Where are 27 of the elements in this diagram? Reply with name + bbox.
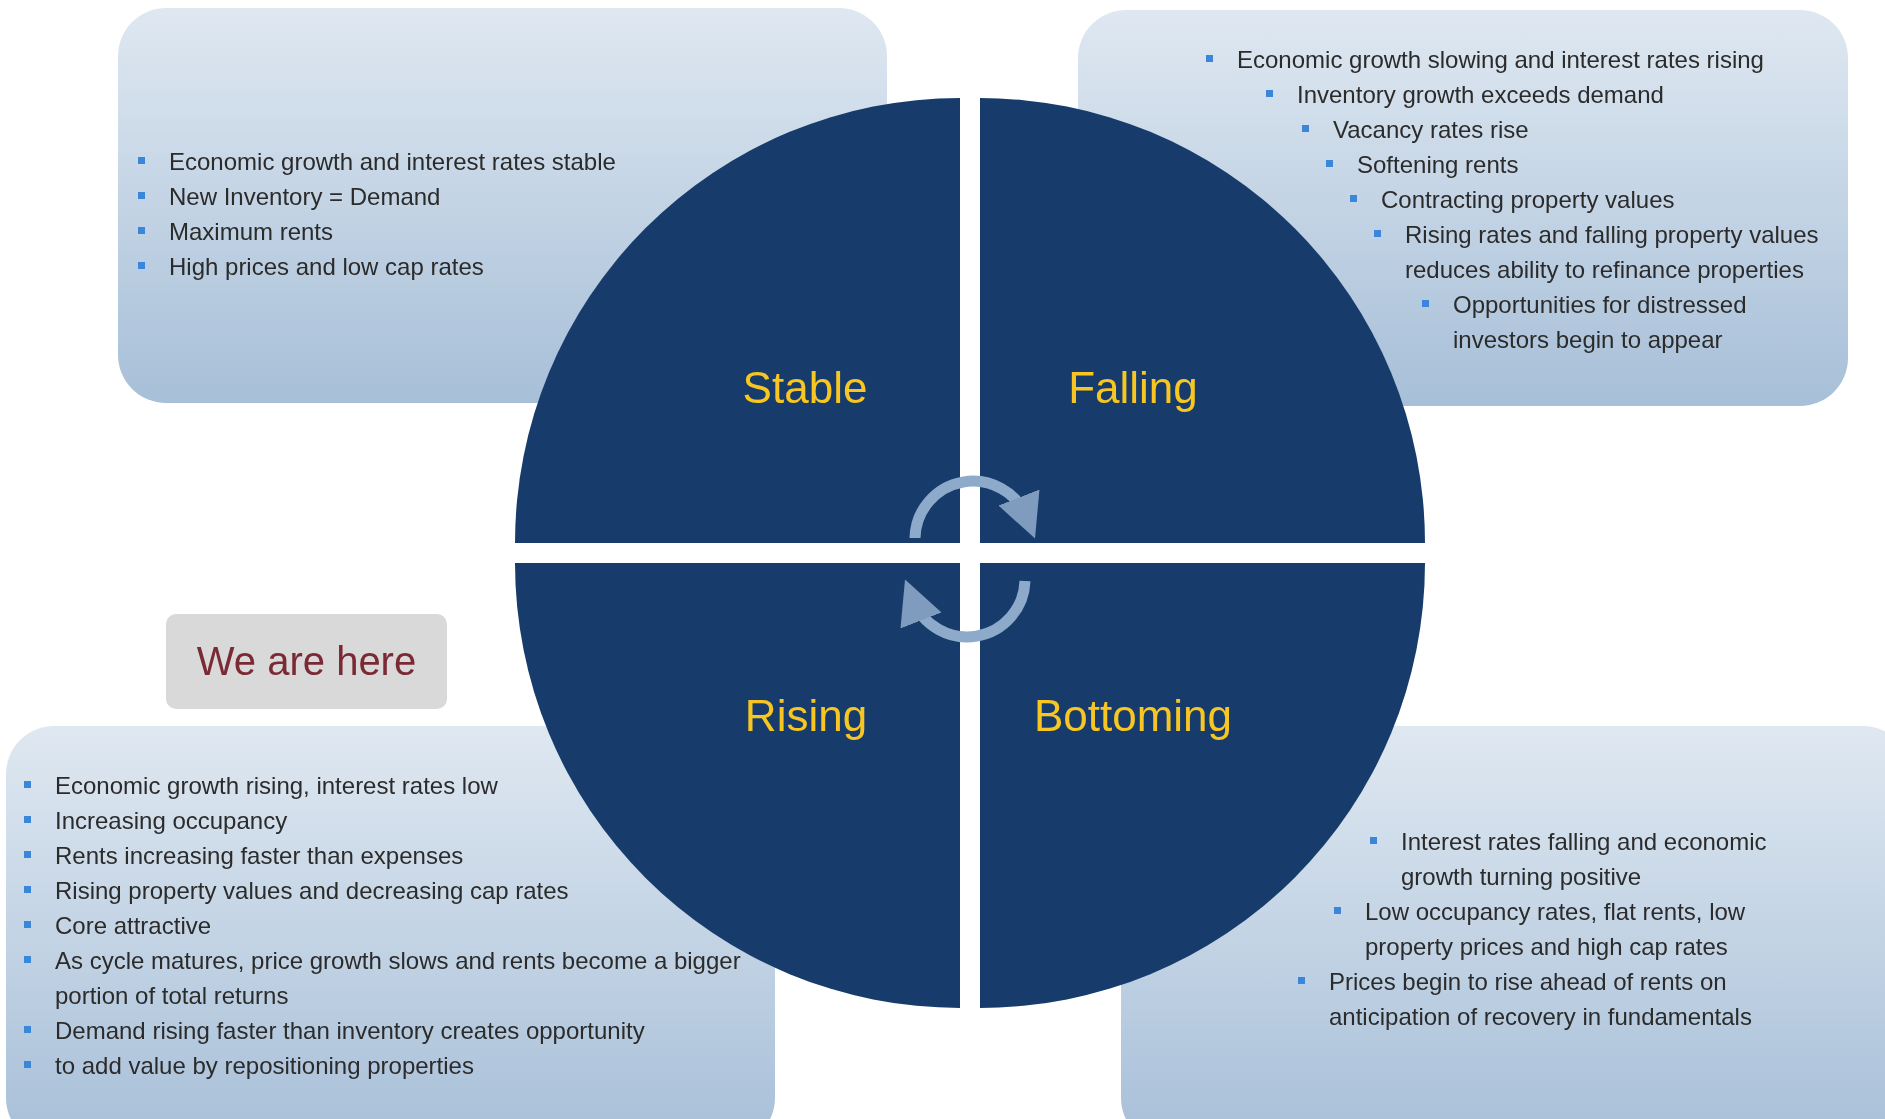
bullet-text: Core attractive bbox=[55, 911, 212, 941]
bullet-text: Maximum rents bbox=[169, 217, 334, 247]
bullet-text: Economic growth and interest rates stable bbox=[169, 147, 616, 177]
bullet-text: Inventory growth exceeds demand bbox=[1297, 80, 1664, 110]
bullet-text: Rising property values and decreasing cap rates bbox=[55, 876, 569, 906]
bullet-text: Opportunities for distressed investors begin to appear bbox=[1453, 290, 1748, 355]
bullet-text: Softening rents bbox=[1357, 150, 1519, 180]
bullet-text: Rents increasing faster than expenses bbox=[55, 841, 464, 871]
bullet-text: New Inventory = Demand bbox=[169, 182, 441, 212]
bullet-text: High prices and low cap rates bbox=[169, 252, 484, 282]
bullet-text: Rising rates and falling property values reduces ability to refinance properties bbox=[1405, 220, 1820, 285]
bullet-text: Prices begin to rise ahead of rents on anticipation of recovery in fundamentals bbox=[1329, 967, 1753, 1032]
callout-tag: We are here bbox=[166, 614, 447, 709]
bullet-text: Contracting property values bbox=[1381, 185, 1675, 215]
bullet-text: As cycle matures, price growth slows and rents become a bigger portion of total returns bbox=[55, 946, 742, 1011]
phase-label: Falling bbox=[1068, 363, 1198, 413]
bullet-text: Interest rates falling and economic growth turning positive bbox=[1401, 827, 1768, 892]
bullet-text: to add value by repositioning properties bbox=[55, 1051, 474, 1081]
phase-label: Rising bbox=[744, 691, 868, 741]
phase-label: Bottoming bbox=[1033, 691, 1233, 741]
bullet-text: Low occupancy rates, flat rents, low property prices and high cap rates bbox=[1365, 897, 1747, 962]
bullet-text: Economic growth rising, interest rates low bbox=[55, 771, 498, 801]
bullet-text: Vacancy rates rise bbox=[1333, 115, 1529, 145]
bullet-text: Increasing occupancy bbox=[55, 806, 288, 836]
bullet-text: Economic growth slowing and interest rates rising bbox=[1237, 45, 1764, 75]
bullet-text: Demand rising faster than inventory creates opportunity bbox=[55, 1016, 645, 1046]
phase-label: Stable bbox=[742, 363, 868, 413]
